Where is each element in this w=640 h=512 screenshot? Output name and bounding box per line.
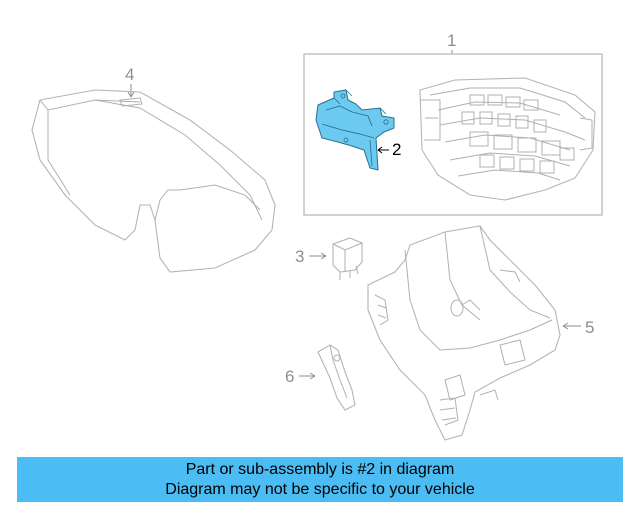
part-1-group: 1 <box>303 31 603 216</box>
fuse-block-illustration <box>419 77 596 201</box>
part-2-bracket-highlighted[interactable] <box>315 89 395 171</box>
part-6-bracket: 6 <box>285 344 356 411</box>
part-3-relay: 3 <box>295 237 363 280</box>
banner-line-2: Diagram may not be specific to your vehi… <box>165 481 475 498</box>
callout-2: 2 <box>392 140 401 159</box>
callout-3: 3 <box>295 247 304 266</box>
callout-1: 1 <box>447 31 456 50</box>
callout-4: 4 <box>125 65 134 84</box>
callout-6: 6 <box>285 367 294 386</box>
callout-5: 5 <box>585 318 594 337</box>
info-banner: Part or sub-assembly is #2 in diagram Di… <box>17 457 623 502</box>
banner-line-1: Part or sub-assembly is #2 in diagram <box>185 461 455 478</box>
part-5-box: 5 <box>367 225 594 441</box>
parts-diagram: 1 <box>31 31 603 441</box>
part-4-cover: 4 <box>31 65 276 273</box>
assembly-box <box>303 53 603 216</box>
